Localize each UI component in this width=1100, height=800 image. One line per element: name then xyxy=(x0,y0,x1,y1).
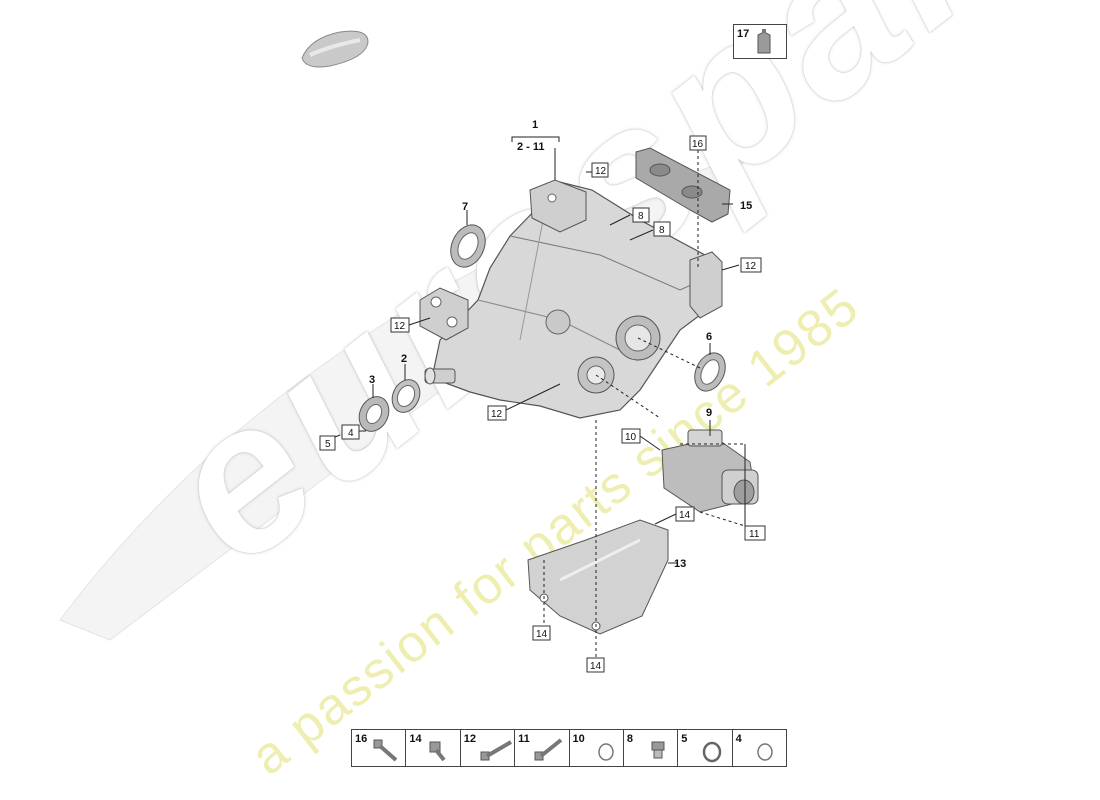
legend-number: 4 xyxy=(735,733,742,745)
sealant-putty xyxy=(301,30,369,68)
group-number: 1 xyxy=(532,119,538,131)
box-label-5: 5 xyxy=(325,439,331,450)
box-label-14-c: 14 xyxy=(590,661,602,672)
label-7: 7 xyxy=(462,201,468,213)
legend-cell: 16 xyxy=(352,730,407,766)
box-label-4: 4 xyxy=(348,428,354,439)
seal-3 xyxy=(358,396,390,432)
heat-shield xyxy=(527,519,669,635)
legend-number: 16 xyxy=(355,733,368,745)
legend-cell: 12 xyxy=(461,730,516,766)
label-3: 3 xyxy=(369,374,375,386)
part-17-box: 17 xyxy=(733,24,787,59)
long-bolt-icon xyxy=(480,740,512,761)
seal-6 xyxy=(694,352,726,392)
box-label-8-a: 8 xyxy=(638,211,644,222)
legend-number: 10 xyxy=(572,733,585,745)
box-label-8-b: 8 xyxy=(659,225,665,236)
label-13: 13 xyxy=(674,558,686,570)
legend-number: 14 xyxy=(409,733,422,745)
o-ring-icon xyxy=(756,743,773,761)
box-label-12-top: 12 xyxy=(595,166,607,177)
box-label-14-b: 14 xyxy=(536,629,548,640)
short-bolt-icon xyxy=(429,741,446,762)
leader-lines xyxy=(334,136,746,660)
legend-number: 8 xyxy=(626,733,633,745)
box-label-16: 16 xyxy=(692,139,704,150)
hardware-legend: 16 14 12 11 10 8 xyxy=(351,729,787,767)
box-label-11: 11 xyxy=(749,529,760,540)
legend-cell: 11 xyxy=(515,730,570,766)
circlip-icon xyxy=(703,741,722,763)
label-2: 2 xyxy=(401,353,407,365)
box-label-12-bottom: 12 xyxy=(491,409,503,420)
legend-cell: 5 xyxy=(678,730,733,766)
label-6: 6 xyxy=(706,331,712,343)
legend-cell: 14 xyxy=(406,730,461,766)
box-label-10: 10 xyxy=(625,432,637,443)
label-9: 9 xyxy=(706,407,712,419)
box-label-12-left: 12 xyxy=(394,321,406,332)
group-range: 2 - 11 xyxy=(517,141,545,153)
mount-bracket xyxy=(635,147,731,223)
box-label-14-a: 14 xyxy=(679,510,691,521)
plug-icon xyxy=(651,741,665,759)
legend-cell: 4 xyxy=(733,730,786,766)
legend-cell: 8 xyxy=(624,730,679,766)
part-17-number: 17 xyxy=(737,28,750,40)
o-ring-icon xyxy=(597,743,614,761)
label-15: 15 xyxy=(740,200,752,212)
actuator-motor xyxy=(661,429,759,513)
long-bolt-icon xyxy=(373,739,398,762)
legend-number: 5 xyxy=(681,733,688,745)
legend-cell: 10 xyxy=(570,730,624,766)
differential-housing xyxy=(419,179,723,419)
legend-number: 11 xyxy=(518,733,530,745)
legend-number: 12 xyxy=(463,733,476,745)
ring-2 xyxy=(391,379,421,413)
oil-bottle-icon xyxy=(757,29,771,54)
box-label-12-right: 12 xyxy=(745,261,757,272)
long-bolt-icon xyxy=(534,738,563,761)
boxed-callouts xyxy=(319,135,766,673)
seal-7 xyxy=(450,224,486,268)
